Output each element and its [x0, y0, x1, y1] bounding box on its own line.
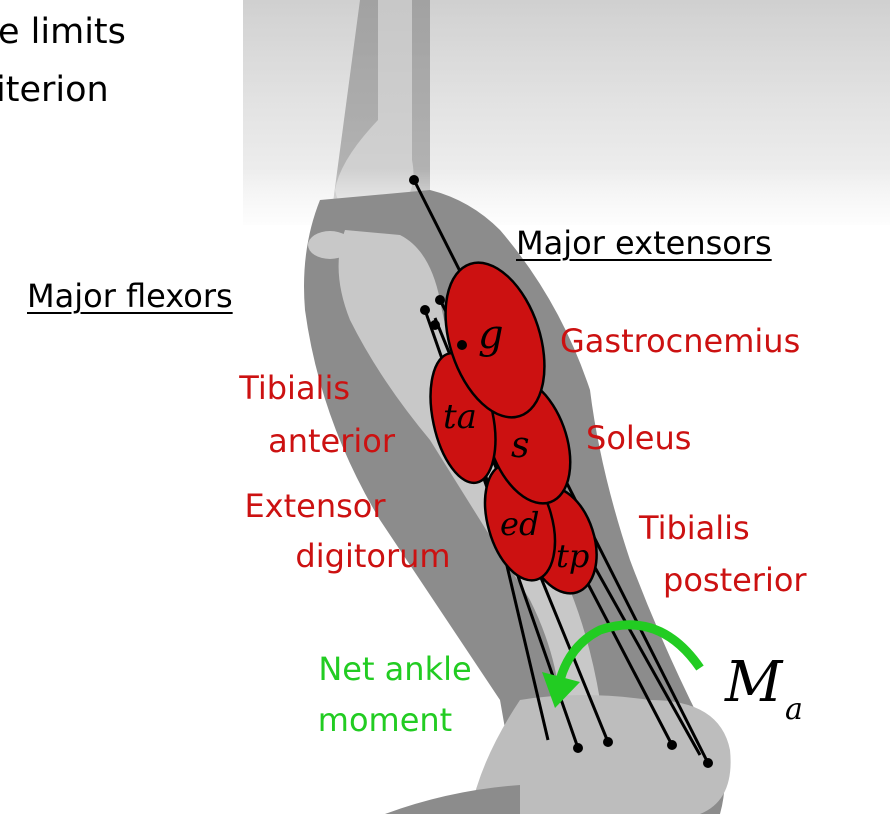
tibialis-posterior-label-1: Tibialis	[639, 512, 750, 544]
header-line-1: e limits	[0, 15, 126, 50]
tibialis-posterior-label-2: posterior	[663, 564, 807, 596]
soleus-label: Soleus	[586, 422, 691, 454]
gastrocnemius-label: Gastrocnemius	[560, 325, 800, 357]
soleus-abbr: s	[511, 428, 529, 464]
extensor-digitorum-label-2: digitorum	[278, 540, 468, 572]
tibialis-anterior-abbr: ta	[443, 400, 477, 434]
major-extensors-label: Major extensors	[516, 227, 772, 259]
extensor-digitorum-abbr: ed	[500, 508, 539, 540]
moment-subscript: a	[785, 695, 803, 725]
extensor-digitorum-label-1: Extensor	[240, 490, 390, 522]
tibialis-anterior-label-2: anterior	[200, 425, 395, 457]
net-ankle-moment-label-2: moment	[300, 704, 470, 736]
gastrocnemius-abbr: g	[478, 315, 504, 355]
foot-dark	[385, 785, 520, 814]
tibialis-posterior-abbr: tp	[556, 540, 589, 572]
tibialis-anterior-label-1: Tibialis	[200, 372, 350, 404]
net-ankle-moment-label-1: Net ankle	[300, 653, 490, 685]
header-line-2: iterion	[0, 73, 109, 108]
moment-symbol: M	[725, 655, 782, 711]
patella	[308, 231, 352, 259]
major-flexors-label: Major flexors	[27, 280, 233, 312]
